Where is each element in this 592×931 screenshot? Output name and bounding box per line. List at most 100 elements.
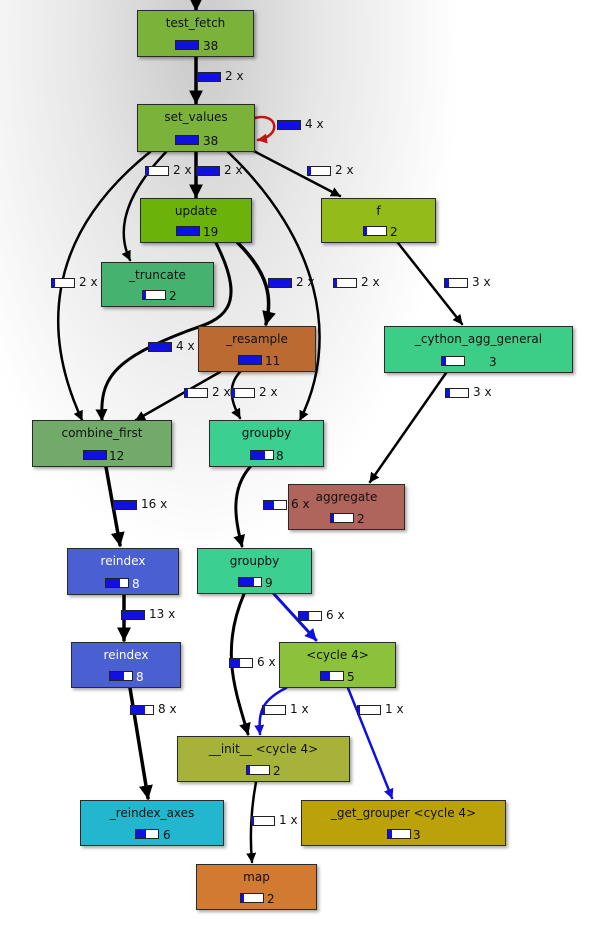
edge-call-count: 6 x xyxy=(257,655,276,669)
edge-time-bar-fill xyxy=(232,388,236,397)
edge-time-bar xyxy=(184,387,208,398)
node-time-bar-fill xyxy=(143,291,147,299)
node-get_grouper[interactable]: _get_grouper <cycle 4>3 xyxy=(301,800,506,846)
node-init[interactable]: __init__ <cycle 4>2 xyxy=(177,736,350,782)
edge-time-bar xyxy=(333,277,357,288)
edge-time-bar-fill xyxy=(198,72,220,81)
edge-time-bar xyxy=(229,657,253,668)
edge-call-count: 2 x xyxy=(225,69,244,83)
edge-time-bar-fill xyxy=(149,342,171,351)
node-time-bar-fill xyxy=(331,514,335,522)
edge-time-bar xyxy=(268,277,292,288)
edge-set_values-f xyxy=(246,146,342,198)
edge-time-bar-fill xyxy=(131,705,146,714)
node-count: 8 xyxy=(276,449,284,463)
node-time-bar-fill xyxy=(110,672,125,680)
edge-label-groupby2-init: 6 x xyxy=(229,655,276,669)
node-count: 2 xyxy=(273,764,281,778)
edge-call-count: 2 x xyxy=(259,385,278,399)
node-name: _truncate xyxy=(129,268,186,282)
node-time-bar-fill xyxy=(251,451,266,459)
edge-call-count: 6 x xyxy=(291,497,310,511)
edge-time-bar-fill xyxy=(269,278,291,287)
edge-time-bar-fill xyxy=(278,120,300,129)
edge-cython-aggregate xyxy=(368,371,448,484)
node-time-bar-fill xyxy=(241,894,245,902)
node-truncate[interactable]: _truncate 2 xyxy=(101,262,214,307)
edge-call-count: 13 x xyxy=(149,607,176,621)
node-time-bar-fill xyxy=(321,672,330,680)
edge-time-bar xyxy=(231,387,255,398)
node-count: 8 xyxy=(132,577,140,591)
edge-groupby2-init xyxy=(229,592,251,736)
node-time-bar xyxy=(441,356,465,366)
node-name: f xyxy=(376,204,381,218)
node-count: 3 xyxy=(489,355,497,369)
edge-time-bar xyxy=(113,499,137,510)
edge-label-set_values-set_values: 4 x xyxy=(277,117,324,131)
edge-label-cython_agg_general-aggregate: 3 x xyxy=(445,385,492,399)
edge-init-map xyxy=(246,780,258,864)
edge-time-bar xyxy=(357,704,381,715)
node-count: 2 xyxy=(169,289,177,303)
edge-call-count: 1 x xyxy=(290,702,309,716)
edge-label-reindex2-reindex_axes: 8 x xyxy=(130,702,177,716)
node-time-bar xyxy=(176,226,200,236)
edge-time-bar xyxy=(445,387,469,398)
node-count: 2 xyxy=(357,512,365,526)
node-time-bar-fill xyxy=(177,227,199,235)
node-name: test_fetch xyxy=(165,16,226,30)
edge-call-count: 2 x xyxy=(173,163,192,177)
node-name: update xyxy=(174,204,218,218)
edge-time-bar-fill xyxy=(252,816,255,825)
edge-label-reindex1-reindex2: 13 x xyxy=(121,607,175,621)
edge-set_values-combine_first xyxy=(57,150,152,422)
edge-time-bar-fill xyxy=(445,278,450,287)
edge-call-count: 6 x xyxy=(326,608,345,622)
edge-time-bar xyxy=(196,165,220,176)
edge-resample-combine_first xyxy=(134,370,222,422)
edge-call-count: 8 x xyxy=(158,702,177,716)
node-time-bar xyxy=(83,450,107,460)
edge-call-count: 2 x xyxy=(212,385,231,399)
edge-time-bar xyxy=(251,815,275,826)
node-name: <cycle 4> xyxy=(306,648,369,662)
edge-label-test_fetch-set_values: 2 x xyxy=(197,69,244,83)
edge-time-bar xyxy=(121,609,145,620)
node-groupby1[interactable]: groupby 8 xyxy=(209,420,324,467)
edge-label-cycle4-get_grouper: 1 x xyxy=(357,702,404,716)
edge-label-resample-groupby1: 2 x xyxy=(231,385,278,399)
edge-time-bar-fill xyxy=(114,500,136,509)
edge-label-combine_first-reindex1: 16 x xyxy=(113,497,167,511)
edge-time-bar xyxy=(148,341,172,352)
node-cycle4[interactable]: <cycle 4>5 xyxy=(279,642,396,688)
node-count: 8 xyxy=(136,670,144,684)
node-aggregate[interactable]: aggregate 2 xyxy=(288,484,405,530)
edge-time-bar-fill xyxy=(334,278,338,287)
edge-label-cycle4-init: 1 x xyxy=(262,702,309,716)
node-count: 9 xyxy=(265,576,273,590)
edge-time-bar xyxy=(277,119,301,130)
edge-set_values-groupby1 xyxy=(226,150,321,422)
node-name: aggregate xyxy=(315,490,378,504)
node-time-bar xyxy=(175,40,199,50)
node-name: map xyxy=(243,870,270,884)
edge-time-bar-fill xyxy=(122,610,144,619)
edge-time-bar xyxy=(130,704,154,715)
node-time-bar xyxy=(330,513,354,523)
node-name: groupby xyxy=(241,426,292,440)
edge-label-set_values-groupby1: 2 x xyxy=(333,275,380,289)
edge-call-count: 3 x xyxy=(473,385,492,399)
